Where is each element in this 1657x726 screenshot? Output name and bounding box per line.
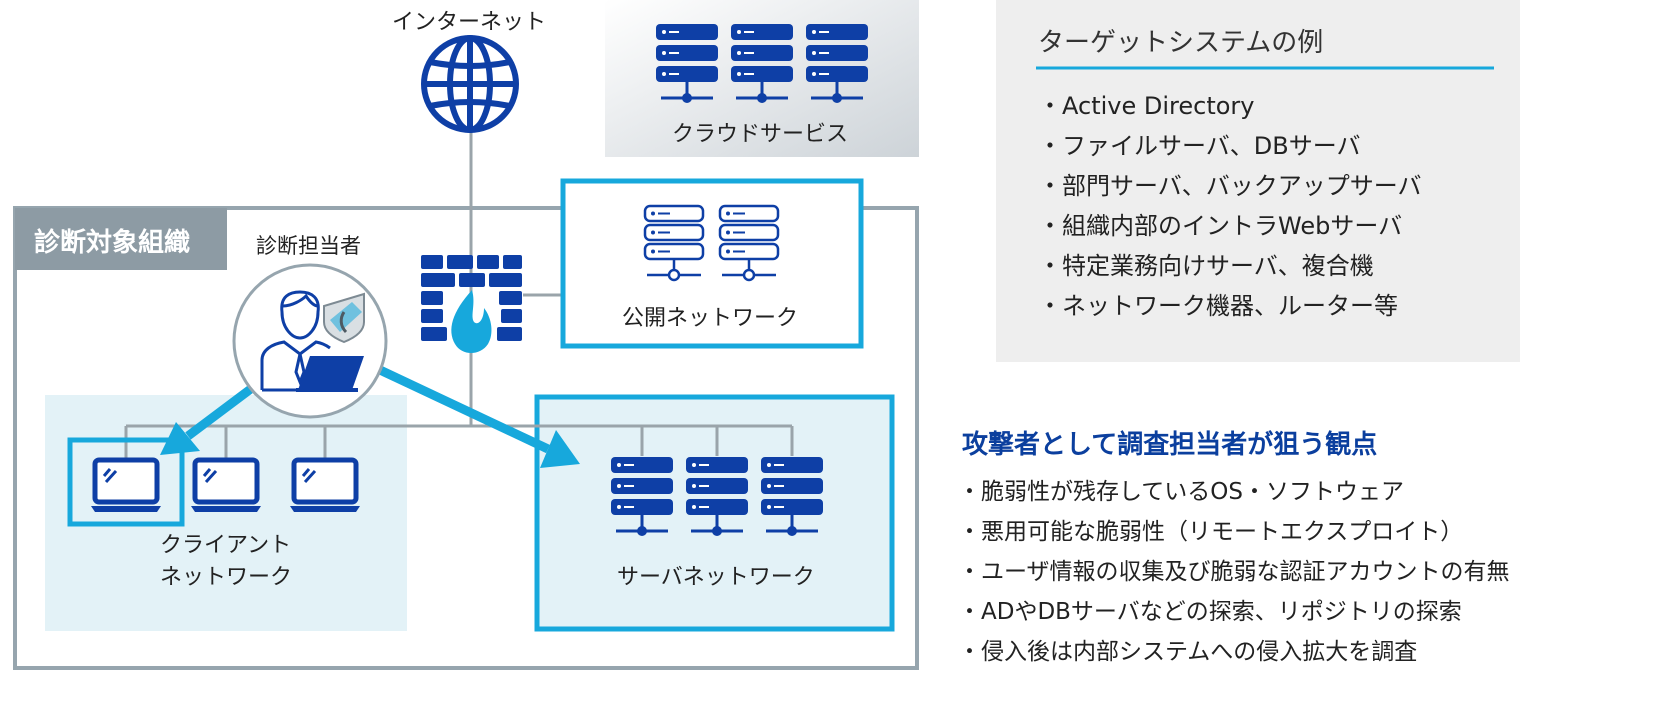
target-panel-bg bbox=[996, 0, 1520, 362]
selected-laptop-highlight bbox=[67, 437, 185, 527]
client-network-label-line2: ネットワーク bbox=[160, 565, 293, 590]
target-list-item: ・部門サーバ、バックアップサーバ bbox=[1038, 172, 1422, 200]
viewpoint-list-item: ・脆弱性が残存しているOS・ソフトウェア bbox=[958, 479, 1405, 505]
laptop-icon bbox=[191, 460, 261, 512]
public-network-box bbox=[560, 178, 864, 349]
viewpoint-list-item: ・侵入後は内部システムへの侵入拡大を調査 bbox=[958, 639, 1418, 665]
tester-icon bbox=[232, 263, 388, 419]
target-list-item: ・ファイルサーバ、DBサーバ bbox=[1038, 132, 1361, 160]
target-list-item: ・Active Directory bbox=[1038, 92, 1255, 120]
viewpoint-title: 攻撃者として調査担当者が狙う観点 bbox=[962, 430, 1378, 460]
globe-icon bbox=[421, 35, 519, 133]
client-network-label-line1: クライアント bbox=[160, 533, 292, 558]
tester-label: 診断担当者 bbox=[256, 234, 361, 258]
laptop-icon bbox=[290, 460, 360, 512]
viewpoint-list-item: ・ユーザ情報の収集及び脆弱な認証アカウントの有無 bbox=[958, 559, 1510, 585]
viewpoint-list: ・脆弱性が残存しているOS・ソフトウェア ・悪用可能な脆弱性（リモートエクスプロ… bbox=[958, 472, 1510, 672]
viewpoint-list-item: ・ADやDBサーバなどの探索、リポジトリの探索 bbox=[958, 599, 1462, 625]
internet-label: インターネット bbox=[392, 10, 547, 35]
target-list-item: ・組織内部のイントラWebサーバ bbox=[1038, 212, 1403, 240]
org-tab bbox=[15, 208, 227, 270]
laptop-icon bbox=[91, 460, 161, 512]
arrow-to-client bbox=[160, 384, 255, 455]
target-list-item: ・特定業務向けサーバ、複合機 bbox=[1038, 252, 1374, 280]
target-list-item: ・ネットワーク機器、ルーター等 bbox=[1038, 292, 1398, 320]
arrow-to-server bbox=[378, 365, 580, 468]
public-network-label: 公開ネットワーク bbox=[622, 306, 799, 331]
viewpoint-list-item: ・悪用可能な脆弱性（リモートエクスプロイト） bbox=[958, 519, 1464, 545]
cloud-service-label: クラウドサービス bbox=[672, 122, 849, 147]
firewall-icon bbox=[421, 255, 522, 353]
org-tab-label: 診断対象組織 bbox=[34, 228, 191, 258]
org-frame bbox=[13, 206, 919, 670]
target-list: ・Active Directory ・ファイルサーバ、DBサーバ ・部門サーバ、… bbox=[1038, 86, 1422, 326]
target-panel-title: ターゲットシステムの例 bbox=[1038, 28, 1324, 58]
server-network-label: サーバネットワーク bbox=[617, 565, 815, 590]
